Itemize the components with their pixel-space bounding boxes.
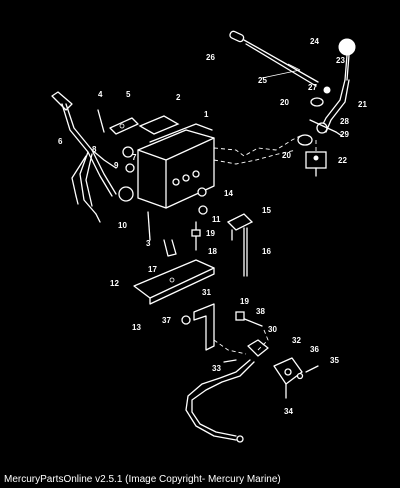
parts-diagram: 1 2 3 4 5 6 7 8 9 10 11 12 13 14 15 16 1… — [51, 30, 367, 443]
part-number: 33 — [212, 364, 221, 373]
part-number: 21 — [358, 100, 367, 109]
wiring-harness — [51, 91, 117, 223]
part-number: 22 — [338, 156, 347, 165]
part-number: 23 — [336, 56, 345, 65]
part-number: 11 — [212, 215, 221, 224]
bracket-assembly — [133, 211, 319, 443]
part-number: 24 — [310, 37, 319, 46]
part-number-labels: 1 2 3 4 5 6 7 8 9 10 11 12 13 14 15 16 1… — [58, 37, 367, 416]
part-number: 37 — [162, 316, 171, 325]
part-number: 20 — [282, 151, 291, 160]
part-number: 19 — [206, 229, 215, 238]
part-number: 14 — [224, 189, 233, 198]
part-number: 15 — [262, 206, 271, 215]
part-number: 29 — [340, 130, 349, 139]
control-box — [97, 109, 215, 215]
part-number: 10 — [118, 221, 127, 230]
part-number: 20 — [280, 98, 289, 107]
part-number: 3 — [146, 239, 151, 248]
part-number: 34 — [284, 407, 293, 416]
part-number: 4 — [98, 90, 103, 99]
part-number: 16 — [262, 247, 271, 256]
shift-lever-assembly — [229, 30, 356, 177]
part-number: 7 — [132, 153, 137, 162]
part-number: 32 — [292, 336, 301, 345]
part-number: 17 — [148, 265, 157, 274]
part-number: 25 — [258, 76, 267, 85]
part-number: 18 — [208, 247, 217, 256]
part-number: 1 — [204, 110, 209, 119]
part-number: 2 — [176, 93, 181, 102]
copyright-caption: MercuryPartsOnline v2.5.1 (Image Copyrig… — [4, 474, 281, 485]
part-number: 27 — [308, 83, 317, 92]
part-number: 9 — [114, 161, 119, 170]
part-number: 36 — [310, 345, 319, 354]
part-number: 38 — [256, 307, 265, 316]
part-number: 6 — [58, 137, 63, 146]
part-number: 31 — [202, 288, 211, 297]
part-number: 8 — [92, 145, 97, 154]
part-number: 19 — [240, 297, 249, 306]
part-number: 5 — [126, 90, 131, 99]
part-number: 13 — [132, 323, 141, 332]
part-number: 12 — [110, 279, 119, 288]
part-number: 35 — [330, 356, 339, 365]
part-number: 30 — [268, 325, 277, 334]
part-number: 26 — [206, 53, 215, 62]
part-number: 28 — [340, 117, 349, 126]
